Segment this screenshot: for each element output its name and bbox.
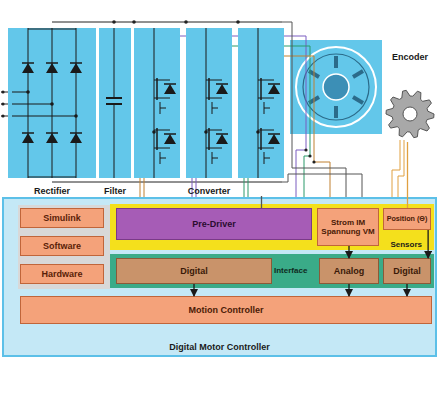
controller-panel: Digital Motor Controller SimulinkSoftware…: [2, 197, 437, 357]
text-holder: Position (Θ): [384, 209, 430, 229]
node-label: Analog: [334, 266, 365, 276]
connector-arrow: [406, 284, 407, 296]
node-label: Digital Motor Controller: [4, 342, 435, 352]
process-box: Digital: [116, 258, 272, 284]
filter-circuit: [99, 28, 131, 180]
encoder: Encoder: [384, 52, 436, 142]
process-box: Software: [20, 236, 104, 256]
text-holder: Simulink: [21, 209, 103, 227]
text-holder: Analog: [320, 259, 378, 283]
node-label: Hardware: [41, 269, 82, 279]
node-label: Digital: [180, 266, 208, 276]
node-label: Pre-Driver: [192, 219, 236, 229]
text-holder: Pre-Driver: [117, 209, 311, 239]
node-label: Spannung VM: [321, 227, 374, 236]
connector-arrow: [407, 142, 408, 208]
node-label: Filter: [99, 186, 131, 196]
text-holder: Digital: [117, 259, 271, 283]
controller-box: Motion Controller: [20, 296, 432, 324]
rectifier-bridge: [8, 28, 96, 180]
converter-block: Converter: [134, 28, 284, 196]
node-label: Software: [43, 241, 81, 251]
node-label: Digital: [393, 266, 421, 276]
node-label: Encoder: [384, 52, 436, 62]
node-label: Strom IM: [331, 218, 365, 227]
text-holder: Hardware: [21, 265, 103, 283]
text-holder: Motion Controller: [21, 297, 431, 323]
node-label: Converter: [134, 186, 284, 196]
node-label: Interface: [274, 266, 307, 275]
connector-arrow: [193, 284, 194, 296]
node-label: Rectifier: [8, 186, 96, 196]
interface-band: Interface Digital Analog Digital: [110, 254, 434, 288]
node-label: Sensors: [390, 240, 422, 249]
connector-arrow: [427, 230, 428, 258]
connector-arrow: [348, 284, 349, 296]
filter-block: Filter: [99, 28, 131, 196]
text-holder: Software: [21, 237, 103, 255]
node-label: Simulink: [43, 213, 81, 223]
process-box: Simulink: [20, 208, 104, 228]
process-box: Analog: [319, 258, 379, 284]
process-box: Position (Θ): [383, 208, 431, 230]
text-holder: Digital: [384, 259, 430, 283]
node-label: Position (Θ): [387, 215, 428, 223]
inverter-bridge: [134, 28, 284, 180]
process-box: Hardware: [20, 264, 104, 284]
connector-arrow: [348, 246, 349, 258]
process-box: Strom IMSpannung VM: [317, 208, 379, 246]
rectifier-block: Rectifier: [8, 28, 96, 196]
encoder-disc: [384, 52, 436, 142]
predriver-box: Pre-Driver: [116, 208, 312, 240]
node-label: Motion Controller: [189, 305, 264, 315]
text-holder: Strom IMSpannung VM: [318, 209, 378, 245]
connector-arrow: [261, 196, 262, 208]
sensor-band: Sensors Pre-Driver Strom IMSpannung VM Posi…: [110, 204, 434, 250]
process-box: Digital: [383, 258, 431, 284]
